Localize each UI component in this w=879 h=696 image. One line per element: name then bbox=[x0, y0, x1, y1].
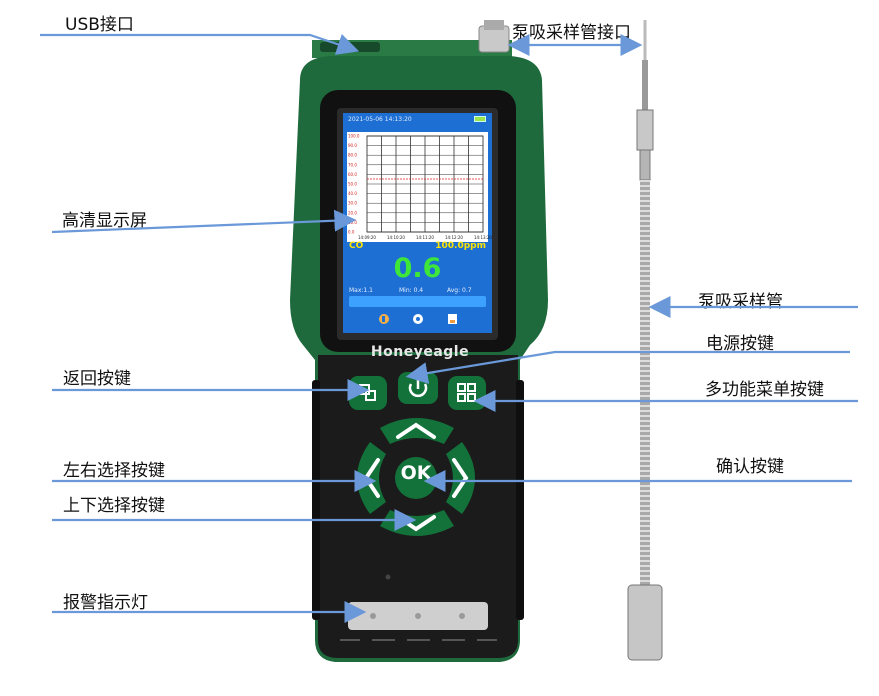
usb-port-slot bbox=[320, 42, 380, 52]
y-tick-label: 10.0 bbox=[348, 220, 357, 225]
battery-icon bbox=[474, 116, 486, 122]
label-pump-tube: 泵吸采样管 bbox=[698, 292, 783, 312]
y-tick-label: 20.0 bbox=[348, 210, 357, 215]
label-lr-key: 左右选择按键 bbox=[63, 461, 165, 481]
y-tick-label: 100.0 bbox=[348, 134, 360, 139]
screen-range: 100.0ppm bbox=[435, 241, 486, 251]
label-pump-port: 泵吸采样管接口 bbox=[512, 23, 631, 43]
y-tick-label: 0.0 bbox=[348, 230, 355, 235]
save-icon bbox=[448, 314, 457, 324]
alarm-led-3 bbox=[459, 613, 465, 619]
device-grip bbox=[318, 355, 518, 658]
x-tick-label: 14:11:20 bbox=[416, 235, 434, 240]
label-ud-key: 上下选择按键 bbox=[63, 496, 165, 516]
label-menu-key: 多功能菜单按键 bbox=[705, 380, 824, 400]
screen-reading: 0.6 bbox=[393, 253, 442, 284]
navigate-icon bbox=[413, 314, 423, 324]
device-screen: 2021-05-06 14:13:20 100.0 90.0 80.0 70.0 60.… bbox=[343, 113, 492, 333]
screen-trend-plot: 100.0 90.0 80.0 70.0 60.0 50.0 40.0 30.0 20.0 10.… bbox=[347, 132, 492, 242]
speaker-icon bbox=[379, 314, 389, 324]
screen-gas-name: CO bbox=[349, 241, 364, 251]
y-tick-label: 50.0 bbox=[348, 182, 357, 187]
alarm-led-2 bbox=[415, 613, 421, 619]
screen-datetime: 2021-05-06 14:13:20 bbox=[348, 116, 412, 123]
y-tick-label: 90.0 bbox=[348, 143, 357, 148]
y-tick-label: 70.0 bbox=[348, 162, 357, 167]
x-tick-label: 14:13:20 bbox=[474, 235, 492, 240]
x-tick-label: 14:10:20 bbox=[387, 235, 405, 240]
screen-avg: Avg: 0.7 bbox=[447, 287, 472, 294]
y-tick-label: 80.0 bbox=[348, 153, 357, 158]
label-back-key: 返回按键 bbox=[63, 369, 131, 389]
label-alarm-light: 报警指示灯 bbox=[63, 593, 148, 613]
x-tick-label: 14:09:20 bbox=[358, 235, 376, 240]
x-tick-label: 14:12:20 bbox=[445, 235, 463, 240]
screen-min: Min: 0.4 bbox=[399, 287, 424, 294]
label-hd-screen: 高清显示屏 bbox=[62, 211, 147, 231]
label-power-key: 电源按键 bbox=[706, 334, 774, 354]
y-tick-label: 60.0 bbox=[348, 172, 357, 177]
alarm-led-1 bbox=[370, 613, 376, 619]
label-usb-port: USB接口 bbox=[65, 15, 134, 35]
label-confirm-key: 确认按键 bbox=[716, 457, 784, 477]
tube-end-cap bbox=[627, 584, 663, 661]
brand-logo: Honeyeagle bbox=[370, 344, 470, 360]
speaker-hole bbox=[385, 574, 391, 580]
screen-max: Max:1.1 bbox=[349, 287, 373, 294]
ok-label: OK bbox=[400, 462, 432, 484]
y-tick-label: 30.0 bbox=[348, 201, 357, 206]
screen-status-bar bbox=[349, 296, 486, 307]
y-tick-label: 40.0 bbox=[348, 191, 357, 196]
